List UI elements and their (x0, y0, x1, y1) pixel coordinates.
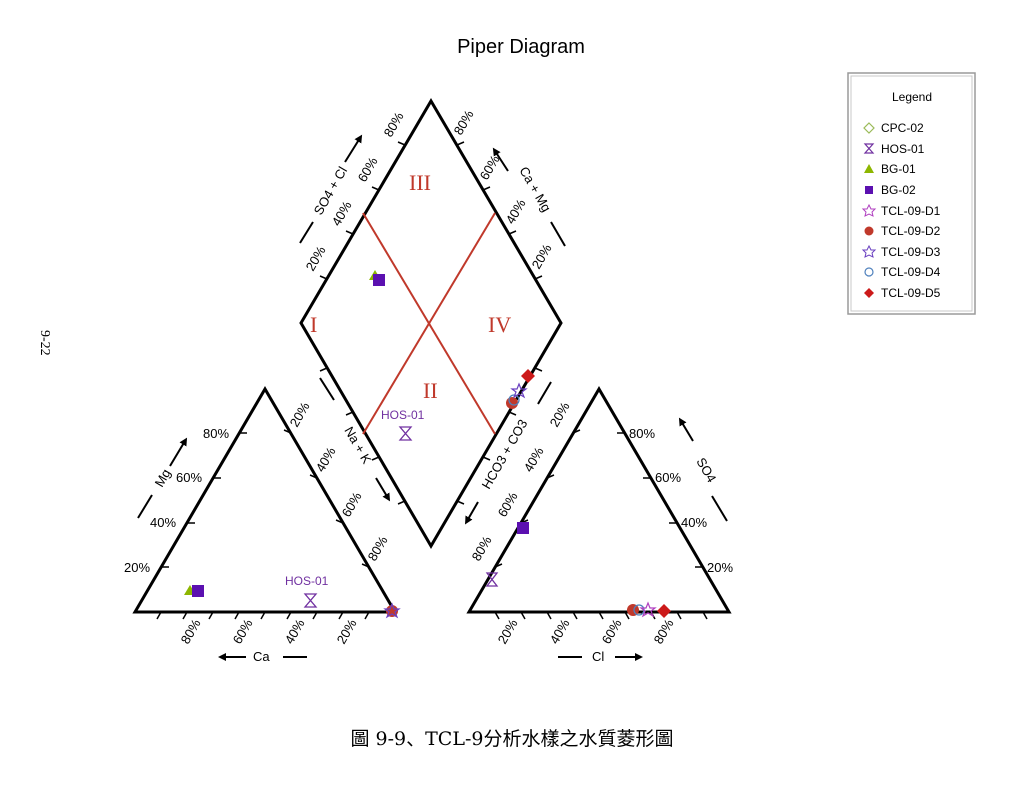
figure-caption: 圖 9-9、TCL-9分析水樣之水質菱形圖 (350, 728, 674, 750)
legend-diamond-filled-icon (864, 288, 874, 298)
cl-tick-40: 40% (547, 616, 573, 646)
mg-axis-label: Mg (152, 466, 174, 489)
so4-tick-60: 60% (655, 470, 681, 485)
na-tick-80: 80% (365, 533, 391, 563)
hos01-diamond-label: HOS-01 (381, 408, 425, 422)
point-tcl09-cation (386, 605, 398, 617)
legend-item-tcl09-d2: TCL-09-D2 (881, 224, 941, 238)
anion-triangle: 20% 40% 60% 80% 20% 40% 60% 80% 80% 60% … (466, 386, 733, 664)
ca-tick-20: 20% (334, 616, 360, 646)
na-tick-20: 20% (287, 399, 313, 429)
legend-square-icon (865, 186, 873, 194)
legend-circle-icon (864, 226, 874, 236)
point-tcl09-d4-diamond (508, 394, 520, 406)
so4-tick-80: 80% (629, 426, 655, 441)
hco3-tick-80: 80% (469, 533, 495, 563)
legend-item-hos01: HOS-01 (881, 142, 925, 156)
so4-tick-20: 20% (707, 560, 733, 575)
na-tick-60: 60% (339, 489, 365, 519)
cl-tick-20: 20% (495, 616, 521, 646)
hco3-tick-60: 60% (495, 489, 521, 519)
ca-tick-40: 40% (282, 616, 308, 646)
region-II: II (423, 378, 438, 403)
point-tcl09-d5-anion (657, 604, 671, 618)
so4cl-tick-80: 80% (381, 109, 407, 139)
hco3-tick-20: 20% (547, 399, 573, 429)
so4-tick-40: 40% (681, 515, 707, 530)
point-hos01-anion (485, 572, 499, 587)
so4cl-tick-40: 40% (329, 198, 355, 228)
central-diamond: 80% 60% 40% 20% 80% 60% 40% 20% I II III… (299, 98, 566, 549)
point-bg02-diamond (373, 274, 385, 286)
legend-title: Legend (892, 90, 932, 104)
region-IV: IV (488, 312, 511, 337)
cl-axis-label: Cl (592, 649, 604, 664)
region-I: I (310, 312, 317, 337)
mg-tick-60: 60% (176, 470, 202, 485)
legend: Legend CPC-02 HOS-01 BG-01 BG-02 TCL-09-… (847, 72, 976, 315)
legend-item-cpc02: CPC-02 (881, 121, 924, 135)
hos01-cation-label: HOS-01 (285, 574, 329, 588)
point-tcl09-d2-anion (627, 604, 639, 616)
point-tcl09-d3-cation (383, 602, 401, 619)
legend-diamond-open-icon (863, 122, 875, 134)
point-tcl09-d1-anion (639, 601, 657, 618)
legend-item-tcl09-d5: TCL-09-D5 (881, 286, 941, 300)
data-points: HOS-01 HOS-01 (184, 270, 671, 619)
legend-item-tcl09-d4: TCL-09-D4 (881, 265, 941, 279)
legend-item-bg01: BG-01 (881, 162, 916, 176)
point-tcl09-d3-diamond (510, 382, 528, 399)
point-tcl09-d5-diamond (521, 369, 535, 383)
legend-triangle-icon (864, 164, 874, 173)
mg-tick-40: 40% (150, 515, 176, 530)
ca-tick-60: 60% (230, 616, 256, 646)
legend-item-tcl09-d1: TCL-09-D1 (881, 204, 941, 218)
legend-item-tcl09-d3: TCL-09-D3 (881, 245, 941, 259)
camg-tick-40: 40% (503, 196, 529, 226)
legend-circle-open-icon (864, 267, 874, 277)
ca-axis-label: Ca (253, 649, 270, 664)
mg-tick-80: 80% (203, 426, 229, 441)
so4-axis-label: SO4 (693, 455, 719, 485)
ca-tick-80: 80% (178, 616, 204, 646)
diagram-title: Piper Diagram (457, 36, 585, 58)
region-III: III (409, 170, 431, 195)
cl-tick-80: 80% (651, 616, 677, 646)
mg-tick-20: 20% (124, 560, 150, 575)
camg-tick-80: 80% (451, 107, 477, 137)
cl-tick-60: 60% (599, 616, 625, 646)
hco3-axis-label: HCO3 + CO3 (479, 417, 531, 492)
camg-tick-20: 20% (529, 241, 555, 271)
piper-diagram: Piper Diagram 20% 40% 60% 80% 80% 60% 40… (124, 36, 976, 664)
legend-hourglass-icon (863, 143, 875, 154)
so4cl-tick-20: 20% (303, 243, 329, 273)
point-hos01-diamond (398, 426, 413, 441)
legend-item-bg02: BG-02 (881, 183, 916, 197)
legend-star-icon (861, 203, 877, 217)
na-tick-40: 40% (313, 444, 339, 474)
legend-star-icon-2 (861, 244, 877, 258)
point-bg02-cation (192, 585, 204, 597)
nak-axis-label: Na + K (341, 424, 374, 467)
point-hos01-cation (303, 593, 318, 608)
so4cl-tick-60: 60% (355, 154, 381, 184)
hco3-tick-40: 40% (521, 444, 547, 474)
point-tcl09-d2-diamond (506, 397, 518, 409)
point-bg02-anion (517, 522, 529, 534)
